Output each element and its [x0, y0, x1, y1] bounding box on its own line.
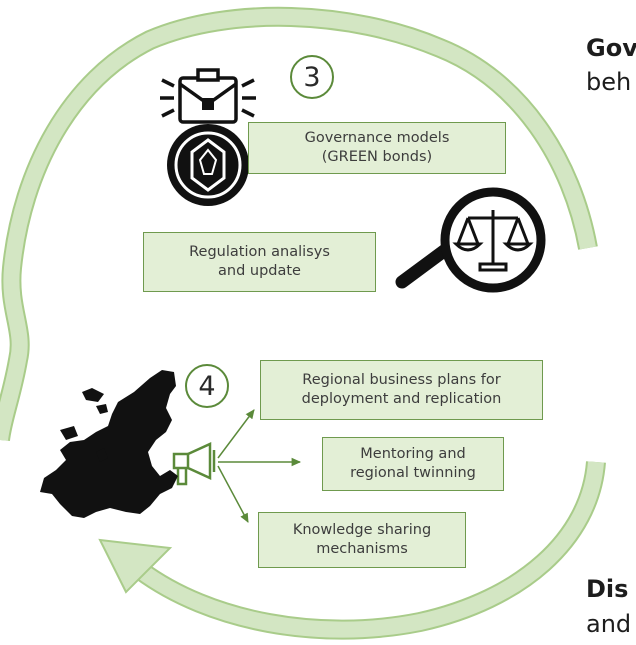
mentoring-twinning-box: Mentoring and regional twinning: [322, 437, 504, 491]
knowledge-line-2: mechanisms: [316, 541, 408, 557]
scales-magnifier-icon: [395, 187, 546, 293]
business-plans-line-2: deployment and replication: [301, 391, 502, 407]
briefcase-award-icon: [160, 68, 256, 206]
edge-text-bottom-bold: Dis: [586, 575, 629, 603]
mentoring-line-1: Mentoring and: [360, 446, 466, 462]
megaphone-icon: [172, 442, 216, 486]
edge-text-bottom-cont: and: [586, 610, 632, 638]
cycle-arrowhead: [98, 538, 173, 594]
knowledge-line-1: Knowledge sharing: [292, 522, 432, 538]
mentoring-line-2: regional twinning: [350, 465, 476, 481]
governance-models-box: Governance models (GREEN bonds): [248, 122, 506, 174]
europe-map-icon: [40, 370, 178, 518]
edge-text-top-bold: Gov: [586, 34, 636, 62]
regulation-line-2: and update: [218, 263, 301, 279]
governance-line-2: (GREEN bonds): [321, 149, 433, 165]
knowledge-sharing-box: Knowledge sharing mechanisms: [258, 512, 466, 568]
governance-line-1: Governance models: [304, 130, 450, 146]
business-plans-line-1: Regional business plans for: [302, 372, 501, 388]
regulation-line-1: Regulation analisys: [189, 244, 330, 260]
edge-text-top-cont: beh: [586, 68, 632, 96]
step-4-circle: 4: [185, 364, 229, 408]
step-3-circle: 3: [290, 55, 334, 99]
connector-arrows: [217, 409, 302, 523]
regional-business-plans-box: Regional business plans for deployment a…: [260, 360, 543, 420]
regulation-analysis-box: Regulation analisys and update: [143, 232, 376, 292]
